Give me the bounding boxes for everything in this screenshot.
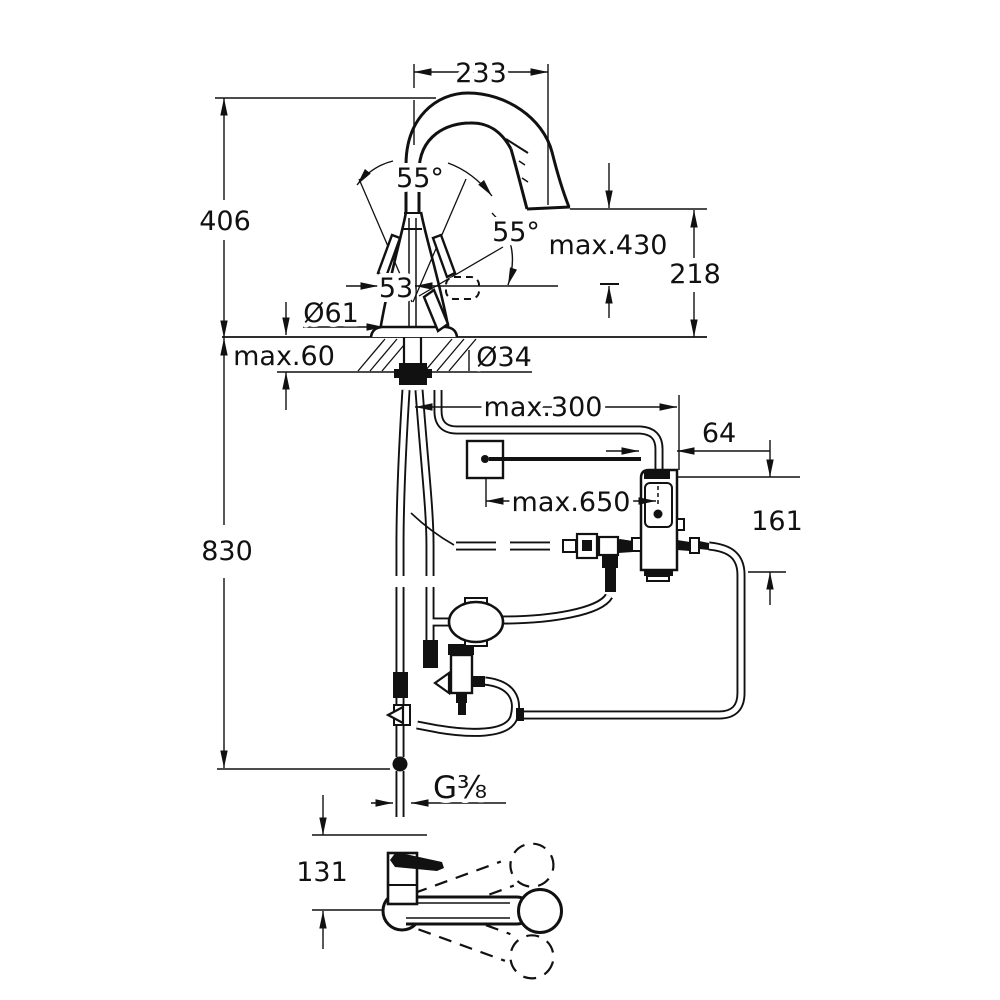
spout-tube (406, 895, 532, 926)
remote-control (465, 439, 641, 480)
dim-unit-height: 161 (751, 506, 803, 537)
lever-horizontal-dashed (445, 276, 480, 300)
lever-left-position (376, 233, 402, 279)
dim-max-clearance: max.430 (549, 230, 668, 261)
inline-filter (447, 597, 505, 647)
reference-lines (215, 64, 800, 911)
pipe-fittings (385, 640, 438, 772)
body-cone-left (378, 211, 408, 332)
control-unit (620, 468, 709, 582)
dim-lever-angle-left: 55° (396, 163, 444, 194)
counter-hatching (357, 338, 477, 372)
dimension-labels: 233 406 830 55° 55° max.430 218 53 Ø61 m… (195, 54, 808, 893)
unit-screw (653, 509, 663, 519)
dim-thread-size: G³⁄₈ (433, 770, 487, 806)
dim-base-diameter: Ø61 (303, 298, 359, 329)
lever-right-position (431, 233, 457, 279)
dim-height-above-counter: 406 (199, 206, 251, 237)
dim-lever-height: 131 (296, 857, 348, 888)
faucet-side-view (381, 842, 563, 980)
escutcheon (369, 325, 459, 338)
spout-inner (417, 121, 513, 212)
dim-outlet-height: 218 (669, 259, 721, 290)
hose-end-cap (516, 708, 524, 721)
faucet-front-view (358, 91, 571, 385)
side-lever (390, 852, 444, 871)
dim-height-below-counter: 830 (201, 536, 253, 567)
dim-unit-width: 64 (702, 418, 736, 449)
body-cone-right (419, 211, 451, 332)
dim-spout-reach: 233 (455, 58, 507, 89)
spray-head-edge (509, 148, 529, 210)
dim-lever-angle-right: 55° (492, 217, 540, 248)
dimension-lines (220, 68, 774, 949)
lever-down-position (422, 288, 450, 333)
under-counter-plumbing (385, 389, 746, 817)
spout-outer (404, 91, 571, 212)
dim-hole-diameter: Ø34 (476, 342, 532, 373)
unit-right-hose (523, 541, 746, 720)
dim-max-cable-length: max.650 (512, 487, 631, 518)
spray-head-face (526, 205, 571, 211)
dim-max-unit-distance: max.300 (484, 392, 603, 423)
check-valve (433, 644, 485, 715)
spray-ball-end (517, 888, 563, 934)
dim-counter-thickness: max.60 (233, 341, 335, 372)
dim-body-width: 53 (379, 273, 413, 304)
